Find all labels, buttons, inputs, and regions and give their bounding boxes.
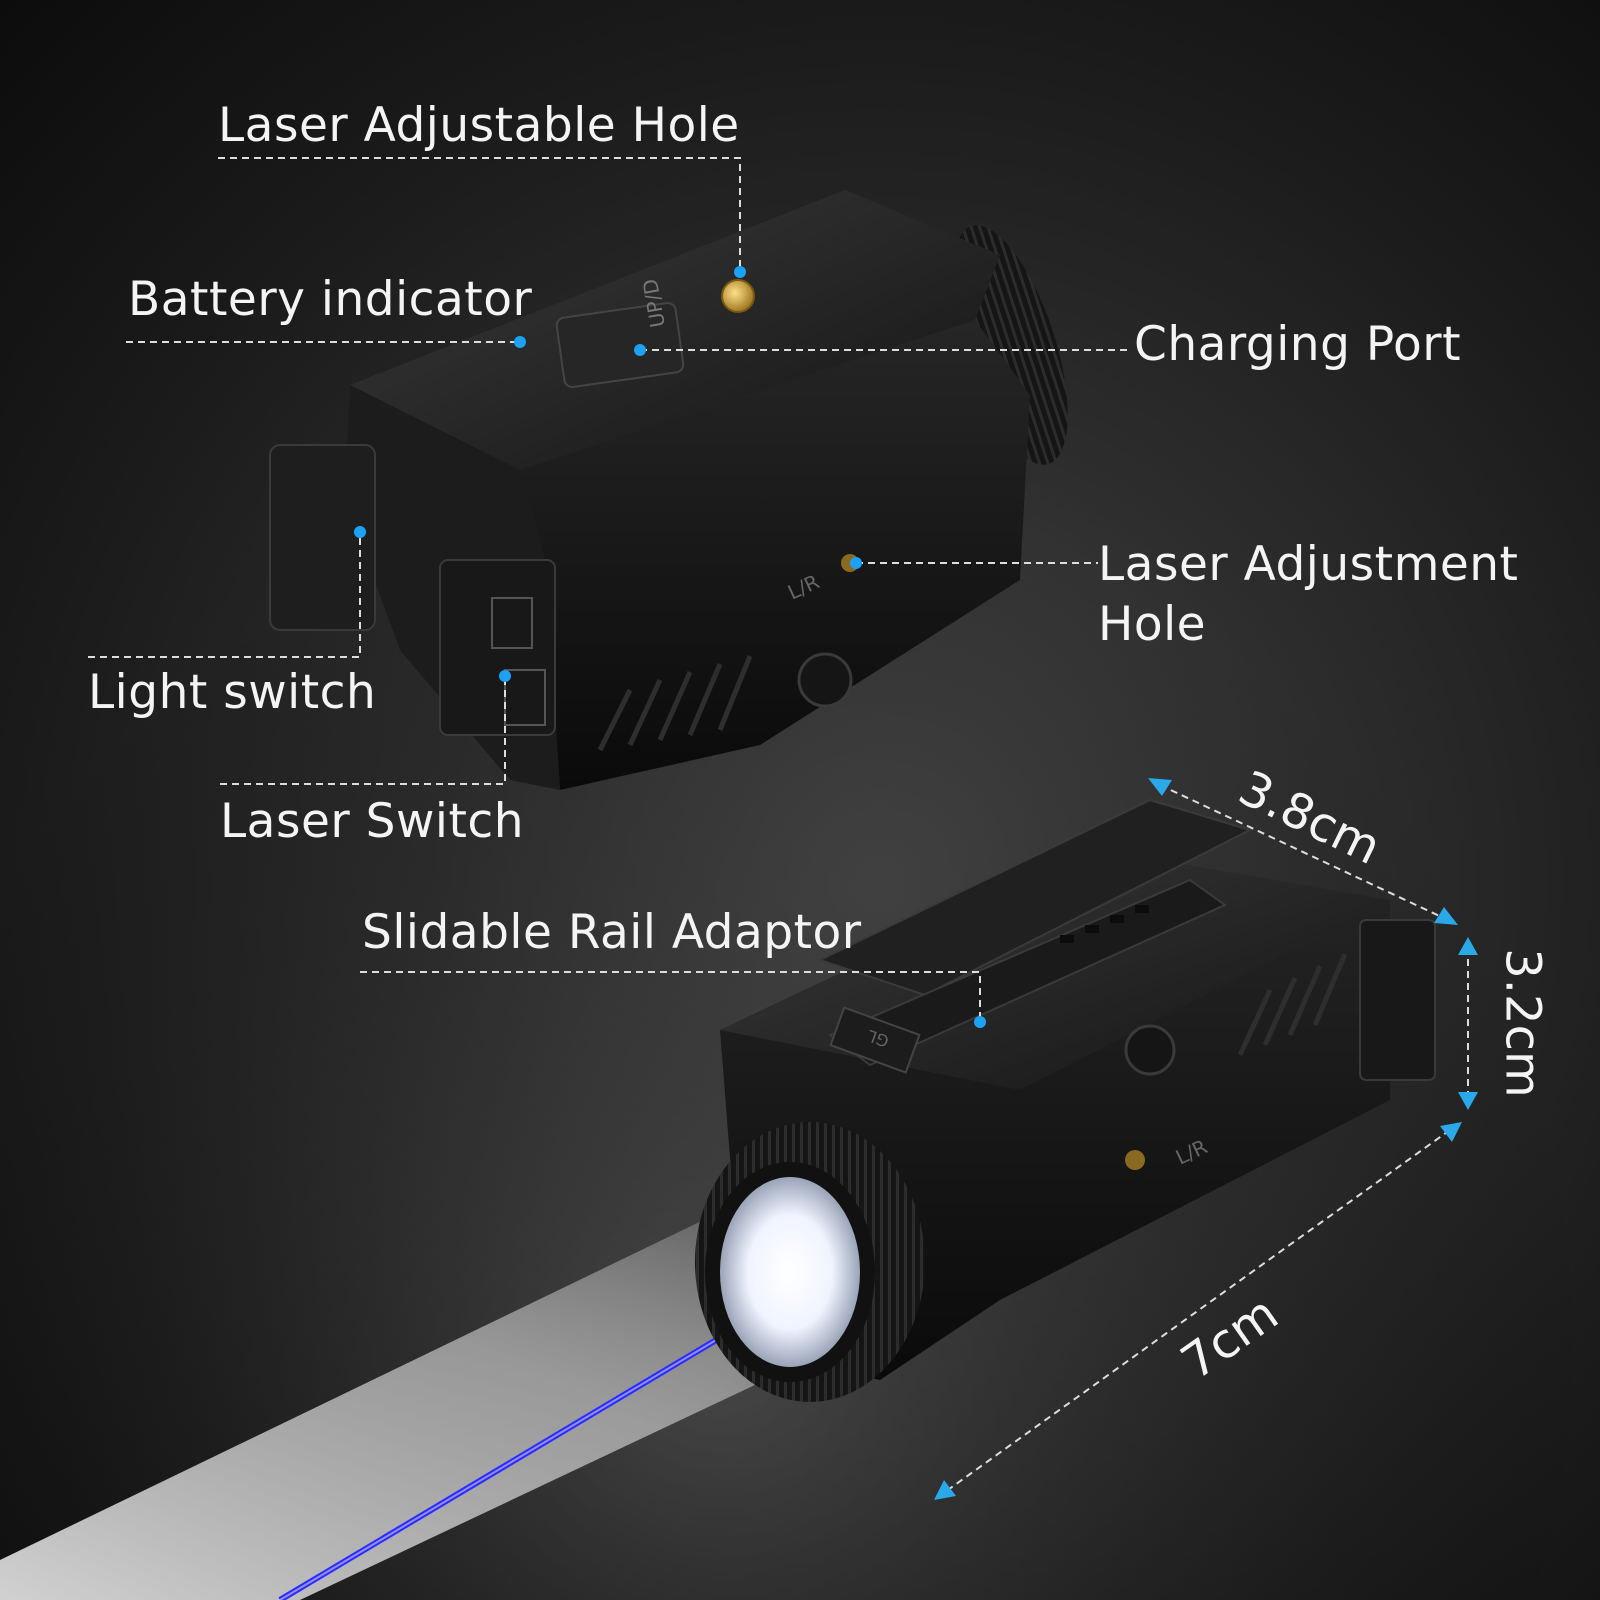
light-switch-button <box>491 597 533 649</box>
light-beam <box>0 1200 850 1600</box>
marker-light-switch <box>354 526 366 538</box>
laser-beam-core <box>279 1289 801 1600</box>
flashlight-lens <box>720 1177 860 1367</box>
callout-battery-indicator: Battery indicator <box>128 272 533 327</box>
rail-slots <box>1060 905 1149 943</box>
top-device-battery-cap <box>269 444 376 631</box>
dimension-line-length <box>944 1129 1451 1493</box>
dimension-line-width <box>1159 784 1449 921</box>
callout-laser-adjustment-hole-line1: Laser Adjustment <box>1098 537 1519 592</box>
leader-lines <box>88 157 1132 1022</box>
callout-charging-port: Charging Port <box>1134 317 1462 372</box>
charging-port-cover <box>555 302 685 388</box>
marker-slidable-rail-adaptor <box>974 1016 986 1028</box>
bottom-device-switch-block <box>1359 919 1436 1081</box>
callout-laser-adjustment-hole: Laser Adjustment Hole <box>1098 535 1519 655</box>
bottom-device-hex-screw <box>1124 1024 1176 1076</box>
callout-slidable-rail-adaptor: Slidable Rail Adaptor <box>362 905 862 960</box>
callout-light-switch: Light switch <box>88 665 377 720</box>
marker-dots <box>354 266 986 1028</box>
marker-laser-adjustable-hole <box>734 266 746 278</box>
dimension-arrows <box>934 778 1478 1500</box>
laser-adjustable-dial <box>721 279 755 313</box>
rail-adaptor <box>817 798 1253 997</box>
marker-battery-indicator <box>514 336 526 348</box>
marker-laser-adjustment-hole <box>850 557 862 569</box>
rail-tab <box>829 1006 921 1074</box>
top-device: UP/D L/R <box>269 190 1068 790</box>
dimension-lines <box>944 784 1469 1493</box>
laser-switch-button <box>504 669 546 726</box>
callout-laser-adjustment-hole-line2: Hole <box>1098 597 1207 652</box>
bottom-laser-adjustment-screw <box>1125 1150 1145 1170</box>
top-device-grooves <box>597 655 753 752</box>
marker-laser-switch <box>499 670 511 682</box>
bottom-device-grooves <box>1237 953 1348 1057</box>
top-device-hex-screw <box>797 652 853 708</box>
callout-laser-adjustable-hole: Laser Adjustable Hole <box>218 98 740 153</box>
bottom-device: GL L/R <box>0 798 1436 1600</box>
callout-laser-switch: Laser Switch <box>220 794 525 849</box>
marker-charging-port <box>634 344 646 356</box>
dimension-height-label: 3.2cm <box>1494 948 1551 1098</box>
top-device-side <box>520 320 1030 790</box>
